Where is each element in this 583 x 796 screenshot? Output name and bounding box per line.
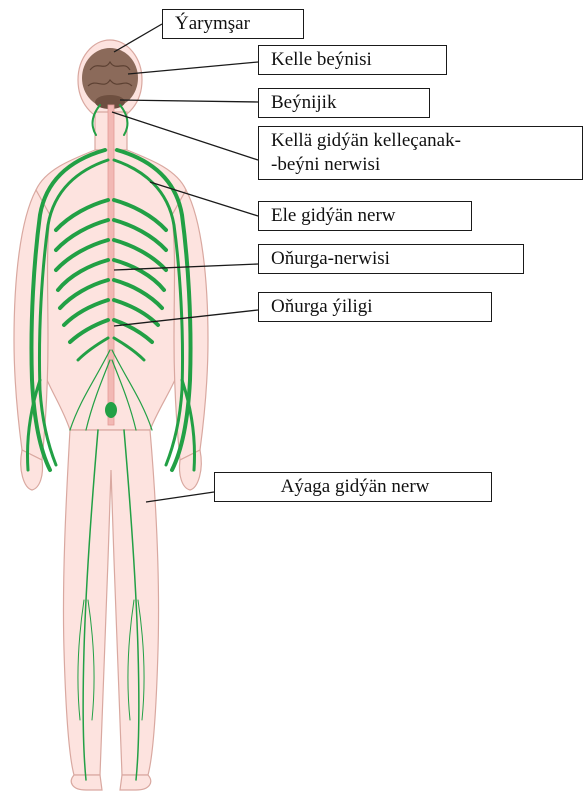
label-cranial-nerve-line2: -beýni nerwisi	[271, 153, 574, 177]
label-cerebrum-text: Kelle beýnisi	[271, 48, 438, 72]
label-spinal-cord: Oňurga ýiligi	[258, 292, 492, 322]
label-hemisphere-text: Ýarymşar	[175, 12, 295, 36]
label-cranial-nerve-line1: Kellä gidýän kelleçanak-	[271, 129, 574, 153]
label-leg-nerve: Aýaga gidýän nerw	[214, 472, 492, 502]
label-leg-nerve-text: Aýaga gidýän nerw	[227, 475, 483, 499]
label-spinal-nerve: Oňurga-nerwisi	[258, 244, 524, 274]
spinal-cord	[108, 105, 114, 425]
label-cerebrum: Kelle beýnisi	[258, 45, 447, 75]
label-cerebellum: Beýnijik	[258, 88, 430, 118]
label-spinal-nerve-text: Oňurga-nerwisi	[271, 247, 515, 271]
label-cerebellum-text: Beýnijik	[271, 91, 421, 115]
label-arm-nerve: Ele gidýän nerw	[258, 201, 472, 231]
label-spinal-cord-text: Oňurga ýiligi	[271, 295, 483, 319]
label-arm-nerve-text: Ele gidýän nerw	[271, 204, 463, 228]
label-cranial-nerve: Kellä gidýän kelleçanak- -beýni nerwisi	[258, 126, 583, 180]
label-hemisphere: Ýarymşar	[162, 9, 304, 39]
